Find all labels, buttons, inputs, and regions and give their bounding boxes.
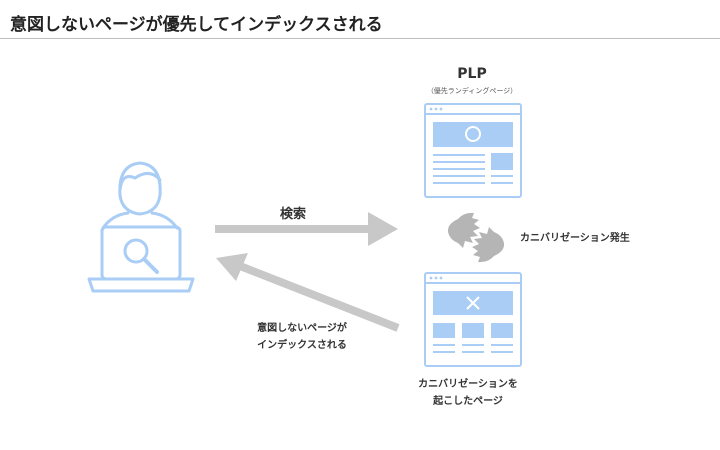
caused-page-label: カニバリゼーションを 起こしたページ	[398, 376, 538, 410]
title-divider	[0, 38, 720, 39]
plp-page-icon	[424, 103, 522, 198]
search-arrow	[215, 212, 398, 246]
search-label: 検索	[280, 207, 307, 222]
cannibalization-icon	[447, 212, 505, 263]
plp-sublabel: （優先ランディングページ）	[426, 87, 518, 95]
unintended-index-arrow	[216, 253, 400, 332]
page-title: 意図しないページが優先してインデックスされる	[10, 15, 383, 35]
plp-label: PLP	[457, 66, 487, 82]
cannibalization-label: カニバリゼーション発生	[520, 233, 630, 244]
cannibalized-page-icon	[424, 272, 522, 367]
caused-page-label-line2: 起こしたページ	[433, 396, 503, 407]
unintended-index-label: 意図しないページが インデックスされる	[232, 320, 372, 354]
unintended-index-label-line2: インデックスされる	[257, 340, 347, 351]
caused-page-label-line1: カニバリゼーションを	[418, 379, 518, 390]
user-search-icon	[87, 161, 195, 293]
unintended-index-label-line1: 意図しないページが	[257, 323, 347, 334]
